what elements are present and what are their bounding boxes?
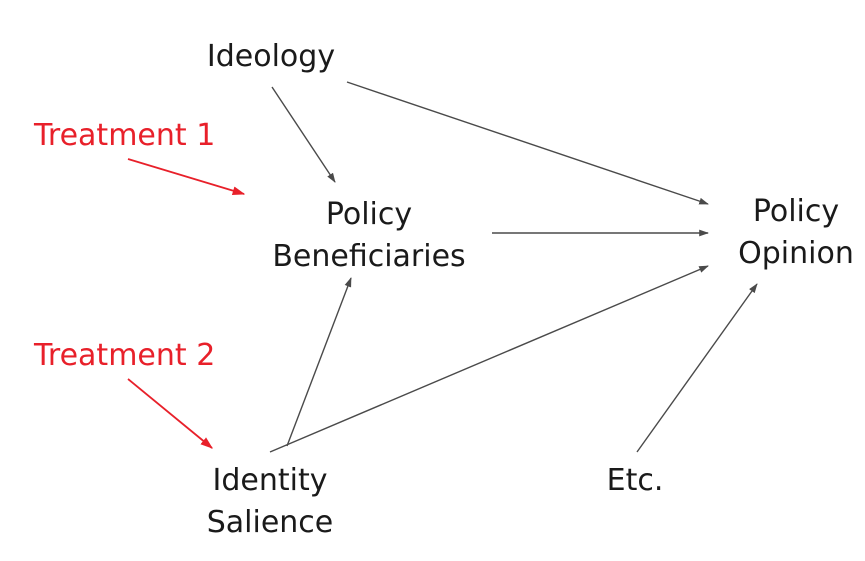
node-ideology: Ideology: [207, 39, 335, 74]
node-identity-line1: Identity: [213, 463, 328, 498]
edges: [269, 81, 758, 453]
edge-treatment1-to-beneficiaries: [127, 158, 246, 195]
edge-etc-to-opinion: [636, 283, 758, 453]
node-opinion-line2: Opinion: [738, 236, 854, 271]
node-policy-opinion: Policy Opinion: [738, 194, 854, 271]
node-etc-label: Etc.: [607, 463, 664, 498]
treatment-edges: [127, 158, 246, 449]
node-opinion-line1: Policy: [753, 194, 839, 229]
node-identity-line2: Salience: [207, 505, 334, 540]
node-ideology-label: Ideology: [207, 39, 335, 74]
edge-identity-to-opinion: [269, 265, 709, 453]
node-beneficiaries-line2: Beneficiaries: [272, 239, 465, 274]
node-beneficiaries-line1: Policy: [326, 197, 412, 232]
node-identity-salience: Identity Salience: [207, 463, 334, 540]
edge-ideology-to-beneficiaries: [271, 86, 336, 183]
edge-identity-to-beneficiaries: [286, 277, 352, 447]
edge-treatment2-to-identity: [127, 378, 213, 449]
node-etc: Etc.: [607, 463, 664, 498]
treatment-2-label: Treatment 2: [33, 338, 215, 373]
edge-ideology-to-opinion: [346, 81, 709, 205]
treatment-1-label: Treatment 1: [33, 118, 215, 153]
node-policy-beneficiaries: Policy Beneficiaries: [272, 197, 465, 274]
